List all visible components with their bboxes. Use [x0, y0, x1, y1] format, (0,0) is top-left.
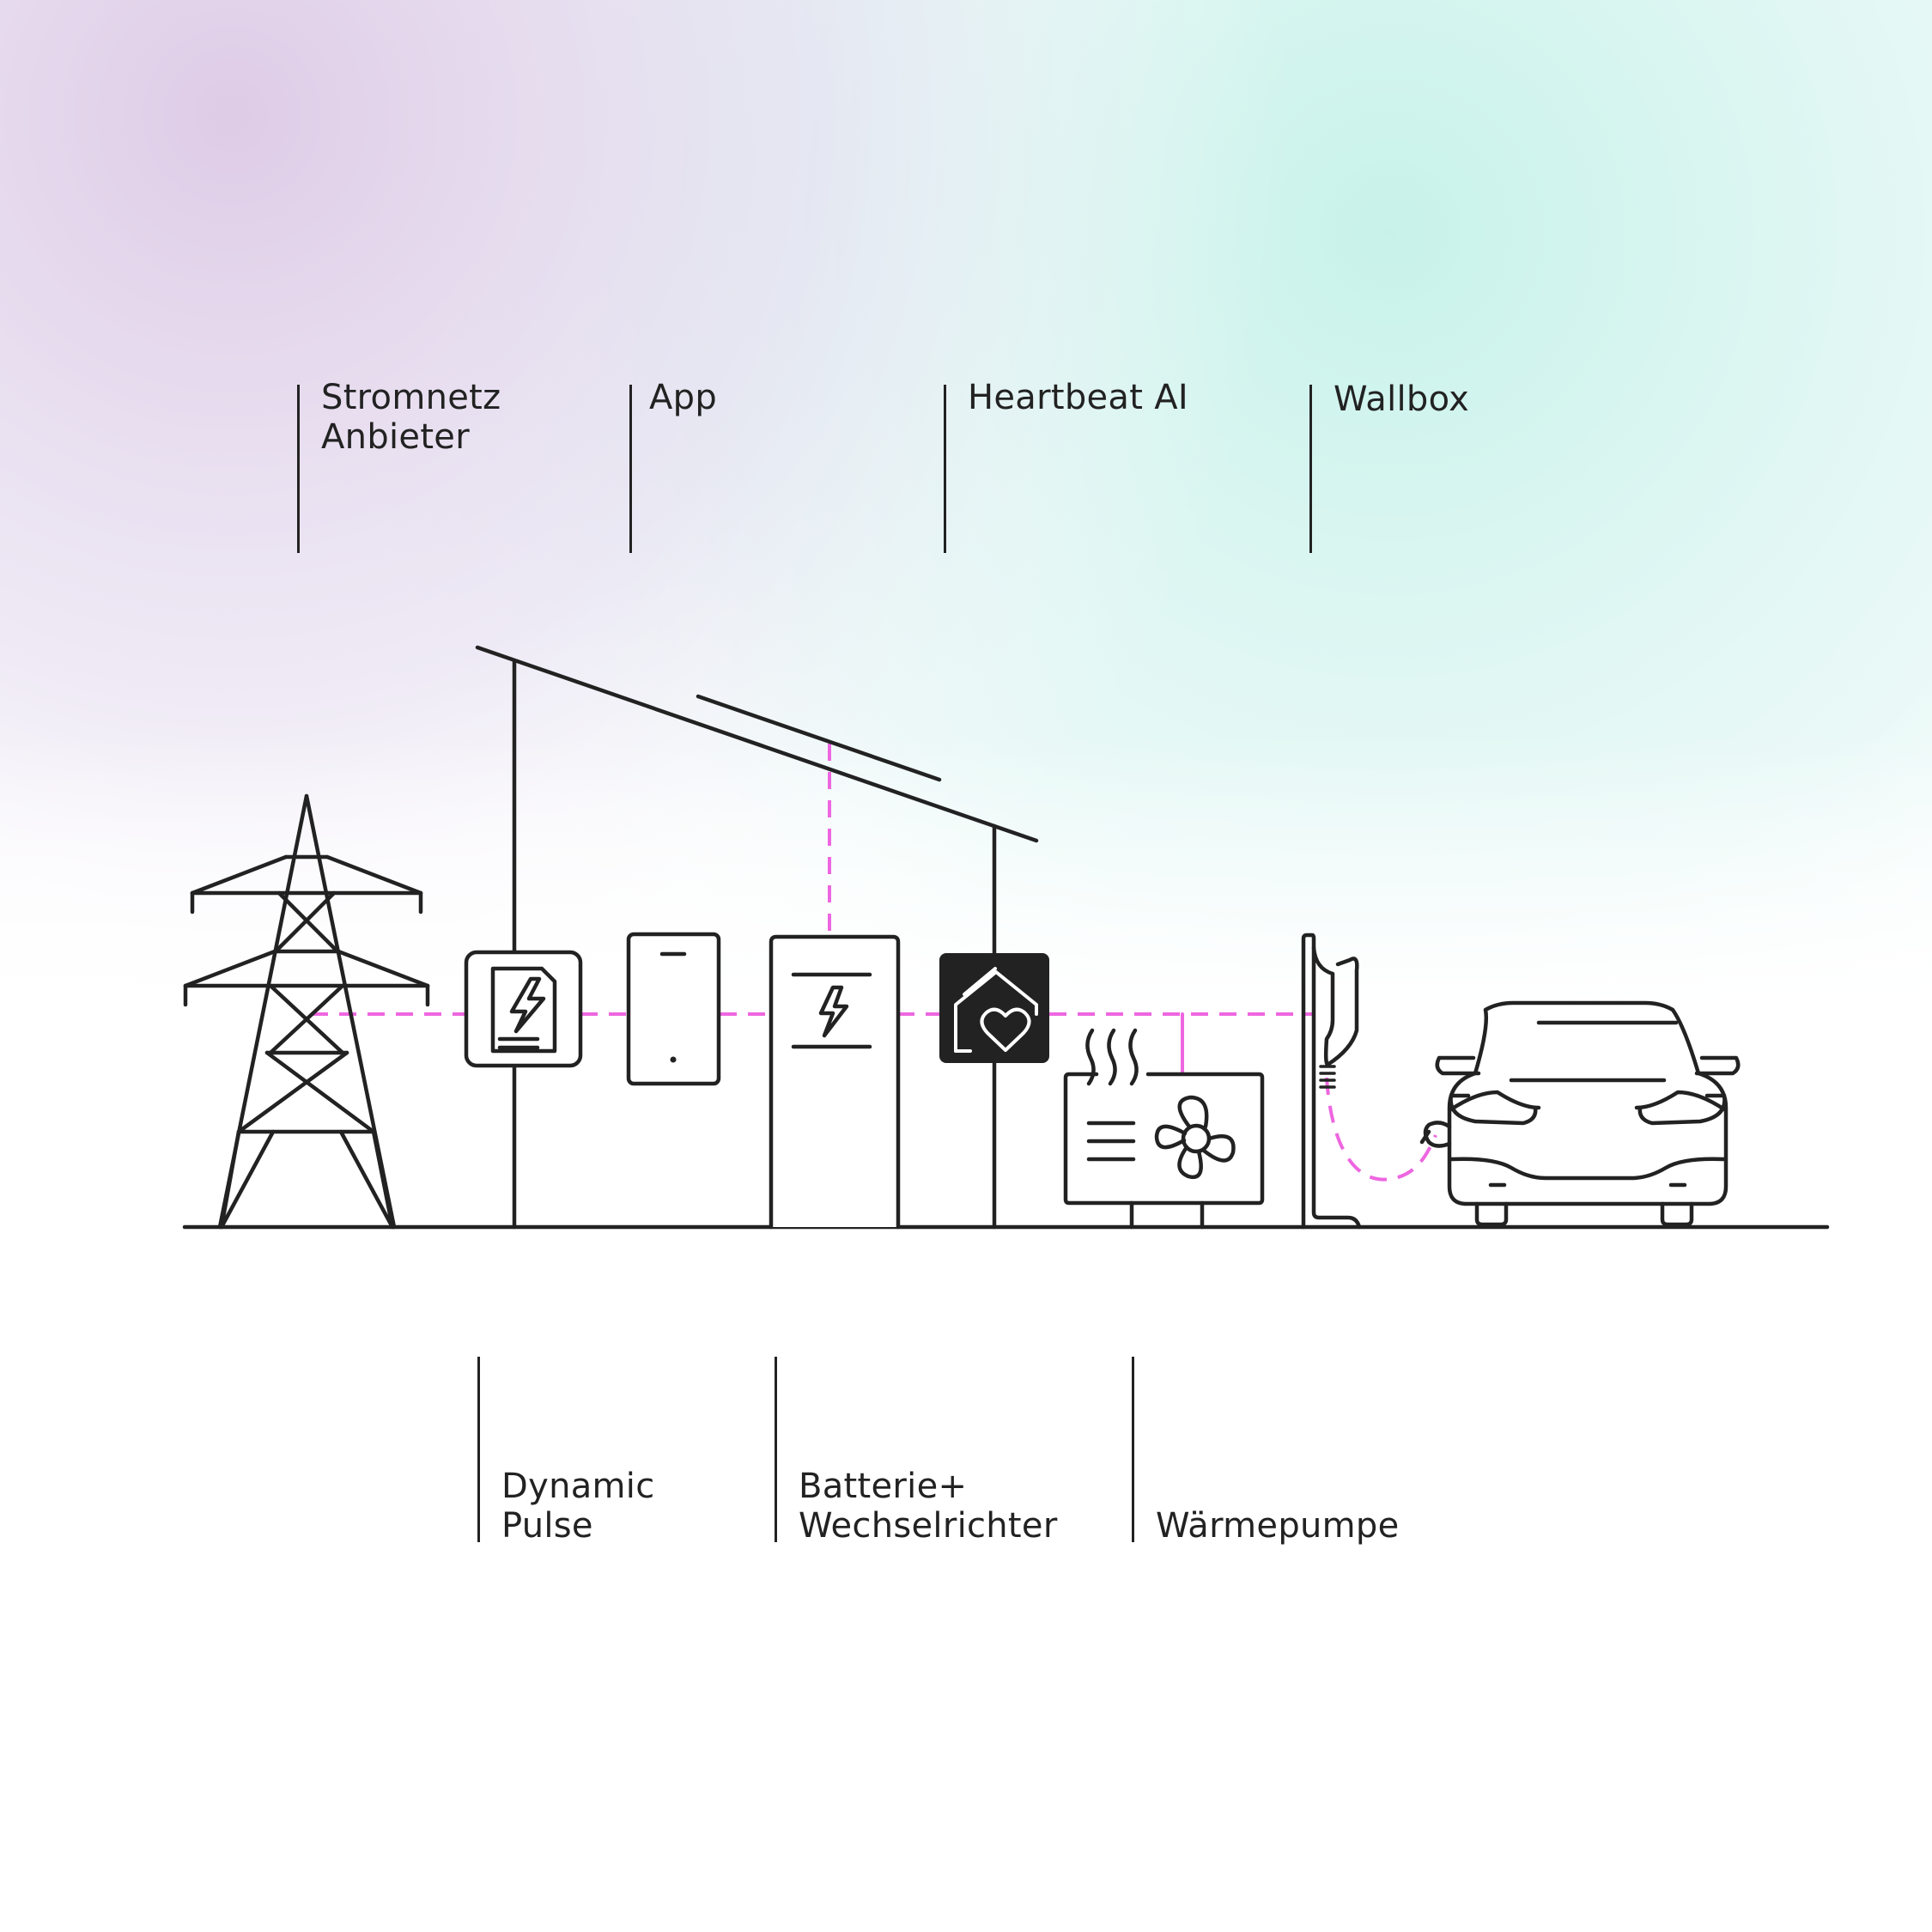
label-line: Wallbox	[1334, 380, 1470, 419]
smart-home-heart-icon	[939, 953, 1049, 1063]
battery-inverter-icon	[769, 934, 901, 1230]
label-line: Batterie+	[799, 1467, 968, 1506]
label-line: Dynamic	[501, 1467, 655, 1506]
callout-label: Heartbeat AI	[968, 378, 1188, 417]
electric-car-icon	[1419, 1000, 1741, 1227]
callout-tick	[629, 385, 632, 553]
label-line: Stromnetz	[321, 378, 501, 417]
solar-panel-icon	[475, 645, 1039, 1230]
heat-pump-icon	[1063, 1028, 1265, 1230]
callout-tick	[1309, 385, 1312, 553]
callout-tick	[944, 385, 946, 553]
callout-tick	[477, 1357, 480, 1542]
callout-tick	[297, 385, 300, 553]
connection-lines	[311, 744, 1437, 1182]
callout-label: Batterie+ Wechselrichter	[799, 1467, 1058, 1546]
callout-label: Dynamic Pulse	[501, 1467, 655, 1546]
callout-label: Wallbox	[1334, 380, 1469, 419]
callout-label: App	[649, 378, 717, 417]
label-line: Heartbeat AI	[968, 378, 1188, 417]
smartphone-icon	[626, 932, 721, 1086]
callout-tick	[775, 1357, 777, 1542]
label-line: App	[649, 378, 718, 417]
label-line: Pulse	[501, 1506, 593, 1546]
callout-label: Stromnetz Anbieter	[321, 378, 501, 457]
label-line: Wärmepumpe	[1156, 1506, 1400, 1546]
callout-tick	[1132, 1357, 1134, 1542]
label-line: Anbieter	[321, 417, 470, 457]
power-pylon-icon	[183, 793, 430, 1230]
wallbox-charger-icon	[1301, 933, 1362, 1230]
callout-label: Wärmepumpe	[1156, 1506, 1400, 1546]
label-line: Wechselrichter	[799, 1506, 1058, 1546]
energy-document-icon	[464, 950, 583, 1068]
